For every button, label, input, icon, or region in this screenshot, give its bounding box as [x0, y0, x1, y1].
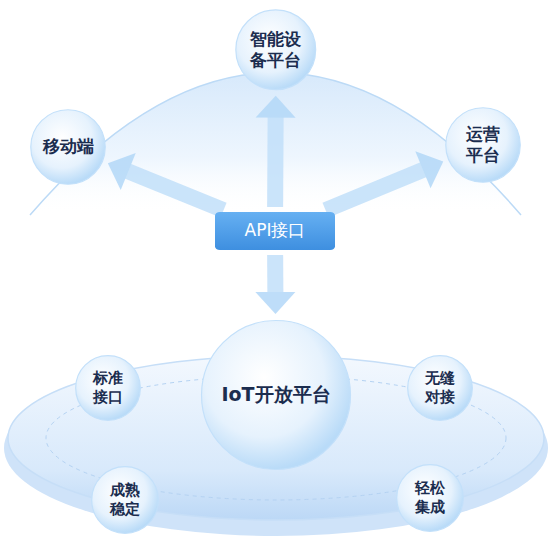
circle-label: 运营 平台	[464, 124, 502, 167]
feature-circle: 移动端	[30, 109, 106, 185]
box-outline	[215, 212, 335, 250]
dome-line	[30, 73, 521, 216]
circle-label: 成熟 稳定	[108, 481, 142, 519]
circle-outline	[408, 356, 473, 421]
arrow-head	[256, 96, 296, 118]
arrow-shaft	[126, 171, 223, 210]
circle-outline	[236, 10, 316, 90]
api-label: API接口	[245, 220, 306, 241]
fat-arrow	[326, 151, 444, 210]
circle-label: 智能设 备平台	[248, 29, 303, 72]
feature-circle: 运营 平台	[445, 107, 521, 183]
arrow-shaft	[326, 169, 425, 210]
circle-label: 无缝 对接	[423, 369, 457, 407]
fat-arrow	[108, 153, 224, 210]
feature-circle: 成熟 稳定	[91, 466, 159, 534]
arrow-head	[108, 153, 136, 190]
circle-label: IoT开放平台	[221, 383, 330, 407]
circle-outline	[397, 465, 464, 532]
dome-arc	[30, 73, 521, 216]
feature-circle: IoT开放平台	[200, 319, 352, 471]
arrow-shaft	[267, 116, 283, 207]
circle-label: 移动端	[41, 136, 96, 157]
arrow-shaft	[267, 255, 283, 294]
circle-outline	[76, 356, 141, 421]
feature-circle: 智能设 备平台	[235, 9, 317, 91]
circle-label: 轻松 集成	[413, 479, 447, 517]
fat-arrow	[256, 96, 296, 207]
fat-arrow	[255, 255, 295, 314]
arrow-head	[255, 292, 295, 314]
feature-circle: 标准 接口	[75, 355, 141, 421]
circle-outline	[446, 108, 520, 182]
api-box: API接口	[215, 212, 335, 250]
circle-label: 标准 接口	[91, 369, 125, 407]
circle-outline	[92, 467, 159, 534]
feature-circle: 无缝 对接	[407, 355, 473, 421]
circle-outline	[31, 110, 105, 184]
circle-outline	[202, 321, 351, 470]
feature-circle: 轻松 集成	[396, 464, 464, 532]
arrow-head	[415, 151, 443, 188]
